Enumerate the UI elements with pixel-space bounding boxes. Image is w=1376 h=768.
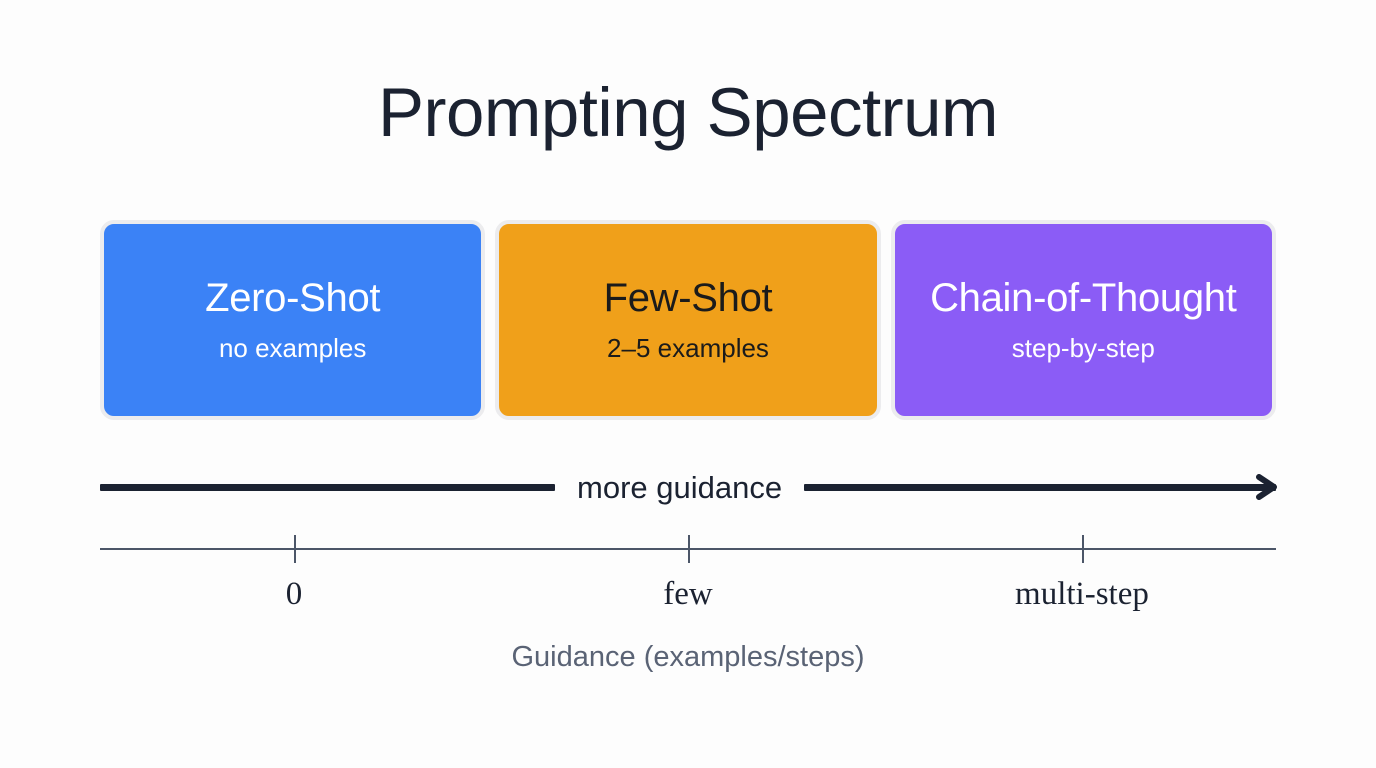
axis-tick	[1081, 535, 1084, 563]
card-title: Chain-of-Thought	[930, 276, 1237, 321]
guidance-arrow: more guidance	[100, 462, 1277, 512]
card-subtitle: 2–5 examples	[607, 333, 769, 364]
arrow-right-segment	[804, 474, 1277, 500]
card-row: Zero-Shot no examples Few-Shot 2–5 examp…	[100, 220, 1276, 420]
arrow-line-left	[100, 483, 555, 491]
card-chain-of-thought[interactable]: Chain-of-Thought step-by-step	[890, 220, 1276, 420]
arrow-right-icon	[1256, 474, 1277, 500]
axis-line: 0 few multi-step	[100, 535, 1276, 611]
card-subtitle: step-by-step	[1011, 333, 1155, 364]
axis-tick	[294, 535, 297, 563]
card-few-shot[interactable]: Few-Shot 2–5 examples	[495, 220, 881, 420]
arrow-label: more guidance	[577, 469, 783, 505]
axis-tick-label: 0	[285, 576, 303, 612]
axis-tick	[688, 535, 690, 563]
page-title: Prompting Spectrum	[378, 74, 998, 151]
axis-tick-label: multi-step	[1015, 576, 1149, 612]
card-subtitle: no examples	[218, 333, 367, 364]
arrow-line-right	[804, 483, 1276, 491]
card-zero-shot[interactable]: Zero-Shot no examples	[100, 220, 486, 420]
card-title: Zero-Shot	[205, 276, 381, 321]
card-title: Few-Shot	[603, 276, 773, 321]
axis-caption: Guidance (examples/steps)	[511, 641, 865, 673]
axis-tick-label: few	[663, 576, 713, 612]
